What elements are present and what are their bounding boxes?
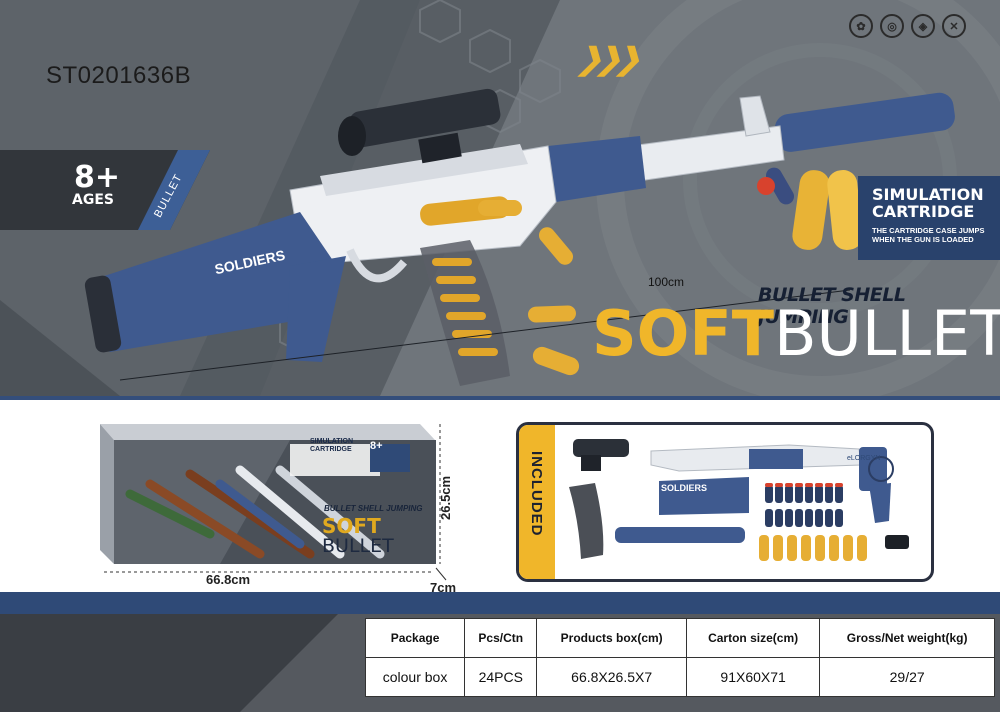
box-width-label: 66.8cm	[206, 572, 251, 587]
sim-title-line1: SIMULATION	[872, 185, 984, 204]
ce-icon: ◈	[911, 14, 935, 38]
model-code: ST0201636B	[46, 62, 192, 89]
spec-value-package: colour box	[364, 657, 466, 697]
spec-value-product-box: 66.8X26.5X7	[536, 657, 687, 697]
box-sim-line1: SIMULATION	[310, 438, 354, 445]
silencer	[774, 92, 955, 152]
sim-sub-line2: WHEN THE GUN IS LOADED	[872, 235, 974, 244]
spec-value-weight: 29/27	[819, 657, 995, 697]
spec-header-row: Package Pcs/Ctn Products box(cm) Carton …	[364, 618, 995, 658]
spec-header-product-box: Products box(cm)	[536, 618, 687, 658]
box-age: 8+	[370, 440, 383, 452]
certification-icons: ✿ ◎ ◈ ✕	[849, 14, 966, 38]
spec-value-pcs: 24PCS	[464, 657, 538, 697]
spec-header-carton: Carton size(cm)	[685, 618, 821, 658]
recycle-icon: ◎	[880, 14, 904, 38]
age-number: 8+	[74, 160, 121, 195]
headline-soft: SOFT	[592, 297, 775, 370]
package-box-illustration	[100, 424, 447, 581]
hero-banner: ST0201636B 8+ AGES BULLET ✿ ◎ ◈ ✕ ❯❯❯	[0, 0, 1000, 396]
box-sim-label: SIMULATION CARTRIDGE	[310, 438, 353, 454]
included-barrel-text: eLORGYN	[847, 455, 881, 462]
spec-header-weight: Gross/Net weight(kg)	[819, 618, 995, 658]
spec-value-row: colour box 24PCS 66.8X26.5X7 91X60X71 29…	[364, 657, 995, 697]
simulation-cartridge-box: SIMULATION CARTRIDGE THE CARTRIDGE CASE …	[858, 176, 1000, 260]
included-stock-text: SOLDIERS	[661, 483, 708, 493]
box-depth-label: 7cm	[430, 580, 457, 595]
warning-icon: ✕	[942, 14, 966, 38]
headline-top: BULLET SHELL JUMPING	[758, 284, 906, 328]
box-soft-bullet: SOFT BULLET	[322, 516, 394, 556]
spec-value-carton: 91X60X71	[685, 657, 821, 697]
included-items-panel: INCLUDED	[516, 422, 934, 582]
sim-title-line2: CARTRIDGE	[872, 202, 975, 221]
headline-soft-bullet: SOFTBULLET	[592, 302, 1000, 366]
headline-bullet: BULLET	[774, 297, 1000, 370]
toy-safety-icon: ✿	[849, 14, 873, 38]
box-bullet: BULLET	[322, 535, 394, 557]
toy-rifle-illustration	[84, 88, 955, 386]
length-label: 100cm	[648, 275, 685, 289]
included-label: INCLUDED	[528, 451, 545, 537]
included-items-illustration	[569, 439, 909, 561]
sim-sub-line1: THE CARTRIDGE CASE JUMPS	[872, 226, 985, 235]
spec-section: Package Pcs/Ctn Products box(cm) Carton …	[0, 592, 1000, 712]
included-tab	[519, 425, 555, 579]
box-soft: SOFT	[322, 514, 381, 538]
spec-header-package: Package	[364, 618, 466, 658]
spec-header-pcs: Pcs/Ctn	[464, 618, 538, 658]
package-section: SIMULATION CARTRIDGE 8+ BULLET SHELL JUM…	[0, 396, 1000, 595]
box-shell-text: BULLET SHELL JUMPING	[324, 504, 423, 513]
box-sim-line2: CARTRIDGE	[310, 446, 352, 453]
age-word: AGES	[72, 192, 114, 208]
box-height-label: 26.5cm	[438, 475, 453, 520]
spec-table: Package Pcs/Ctn Products box(cm) Carton …	[364, 618, 995, 697]
